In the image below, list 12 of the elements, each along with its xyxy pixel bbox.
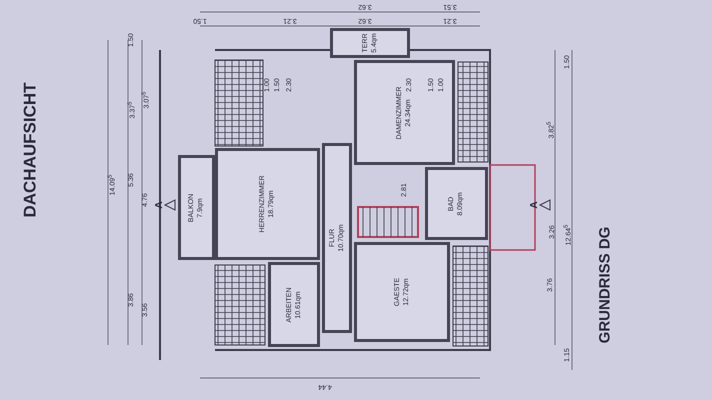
room-outline xyxy=(354,242,450,342)
room-outline xyxy=(268,262,320,347)
drawing-title: GRUNDRISS DG xyxy=(596,226,614,344)
room-outline xyxy=(330,28,410,58)
room-outline xyxy=(354,60,455,165)
section-label: A xyxy=(529,201,541,209)
room-outline xyxy=(425,167,488,240)
section-label: A xyxy=(154,201,166,209)
room-outline xyxy=(215,148,320,260)
room-outline xyxy=(178,155,215,260)
drawing-title: DACHAUFSICHT xyxy=(20,82,40,218)
room-outline xyxy=(322,143,352,333)
